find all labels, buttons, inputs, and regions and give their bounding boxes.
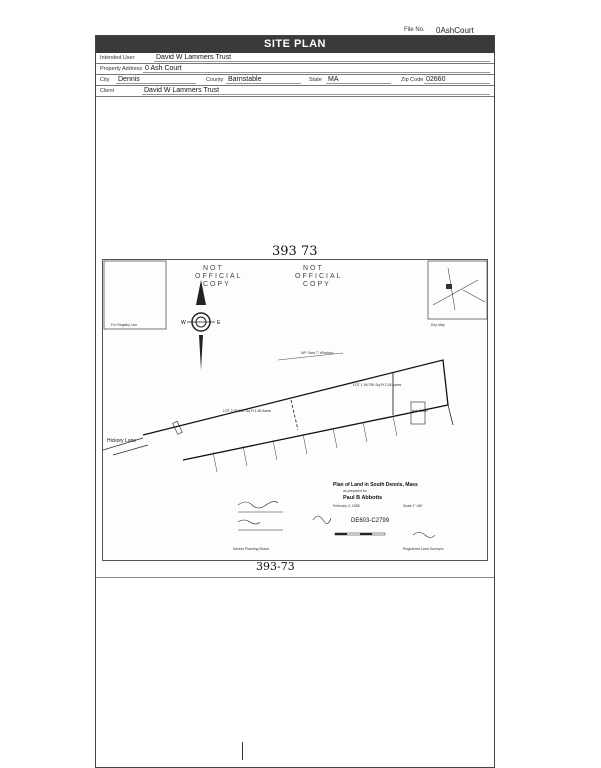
scale-bar <box>334 532 386 536</box>
surveyor-label: Registered Land Surveyor <box>403 547 444 551</box>
hickory-lane-road <box>102 437 149 456</box>
plan-drawing-svg: For Registry Use Key Map NOT OFFICIAL CO… <box>102 260 488 551</box>
adjacent-owner: N/F Sara T. Wheldon <box>301 351 333 355</box>
compass-west: W <box>181 320 186 326</box>
zip-underline <box>424 83 490 84</box>
planning-board: Dennis Planning Board <box>233 547 269 551</box>
building-footprint <box>172 420 183 435</box>
plan-of-land-drawing: For Registry Use Key Map NOT OFFICIAL CO… <box>102 259 488 561</box>
intended-user-label: Intended User <box>100 55 135 61</box>
property-address-value: 0 Ash Court <box>145 65 182 72</box>
plan-number: DE603-C2799 <box>351 518 390 524</box>
file-number-value: 0AshCourt <box>436 26 474 35</box>
abutter-lots <box>212 415 398 473</box>
lot2-label: LOT 2 90,030 Sq Ft 1.82 Acres <box>223 409 271 413</box>
registry-box <box>103 260 167 330</box>
property-address-underline <box>143 72 490 73</box>
intended-user-row: Intended User David W Lammers Trust <box>96 53 494 64</box>
prepared-for: as prepared for <box>343 489 368 493</box>
ash-court-label: Ash Court <box>412 409 428 413</box>
key-map-locus <box>446 284 452 289</box>
lot-boundaries <box>142 359 454 461</box>
city-value: Dennis <box>118 76 140 83</box>
hickory-lane-label: Hickory Lane <box>107 438 136 444</box>
scan-mark <box>242 742 243 760</box>
county-value: Barnstable <box>228 76 262 83</box>
county-underline <box>226 83 301 84</box>
city-underline <box>116 83 196 84</box>
watermark-not-2: NOT <box>303 265 324 272</box>
watermark-official-1: OFFICIAL <box>195 273 243 280</box>
key-map-box <box>427 260 488 320</box>
watermark-copy-1: COPY <box>203 281 231 288</box>
plan-bottom-divider <box>96 577 494 578</box>
key-map-roads <box>432 267 486 311</box>
intended-user-underline <box>154 61 490 62</box>
client-value: David W Lammers Trust <box>144 87 220 94</box>
county-label: County <box>206 77 224 83</box>
file-number-label: File No. <box>404 27 425 33</box>
plan-date: February 4, 1985 <box>333 504 360 508</box>
site-plan-sheet: SITE PLAN Intended User David W Lammers … <box>95 35 495 768</box>
key-map-label: Key Map <box>431 323 445 327</box>
zip-value: 02660 <box>426 76 446 83</box>
property-address-label: Property Address <box>100 66 143 72</box>
page-title: SITE PLAN <box>96 36 494 53</box>
zip-label: Zip Code <box>401 77 424 83</box>
watermark-not-1: NOT <box>203 265 224 272</box>
city-label: City <box>100 77 110 83</box>
book-page-number: 393 73 <box>272 244 318 259</box>
signature-marks <box>237 501 436 538</box>
compass-icon: W E <box>181 280 221 370</box>
state-value: MA <box>328 76 339 83</box>
client-label: Client <box>100 88 115 94</box>
client-underline <box>142 94 490 95</box>
book-page-number-bottom: 393-73 <box>256 560 295 573</box>
compass-east: E <box>217 320 221 326</box>
state-underline <box>326 83 391 84</box>
state-label: State <box>309 77 322 83</box>
watermark: NOT OFFICIAL COPY NOT OFFICIAL COPY <box>195 265 343 288</box>
plan-title: Plan of Land in South Dennis, Mass <box>333 482 418 488</box>
client-row: Client David W Lammers Trust <box>96 86 494 97</box>
owner-name: Paul B Abbotts <box>343 495 382 501</box>
adjacent-line <box>277 352 344 361</box>
lot1-label: LOT 1 94,750 Sq Ft 2.18 Acres <box>353 383 401 387</box>
plan-scale: Scale 1"=80' <box>403 504 423 508</box>
intended-user-value: David W Lammers Trust <box>156 54 232 61</box>
watermark-copy-2: COPY <box>303 281 331 288</box>
property-address-row: Property Address 0 Ash Court <box>96 64 494 75</box>
location-row: City Dennis County Barnstable State MA Z… <box>96 75 494 86</box>
registry-label: For Registry Use <box>111 323 137 327</box>
ash-court-box <box>410 401 426 425</box>
watermark-official-2: OFFICIAL <box>295 273 343 280</box>
